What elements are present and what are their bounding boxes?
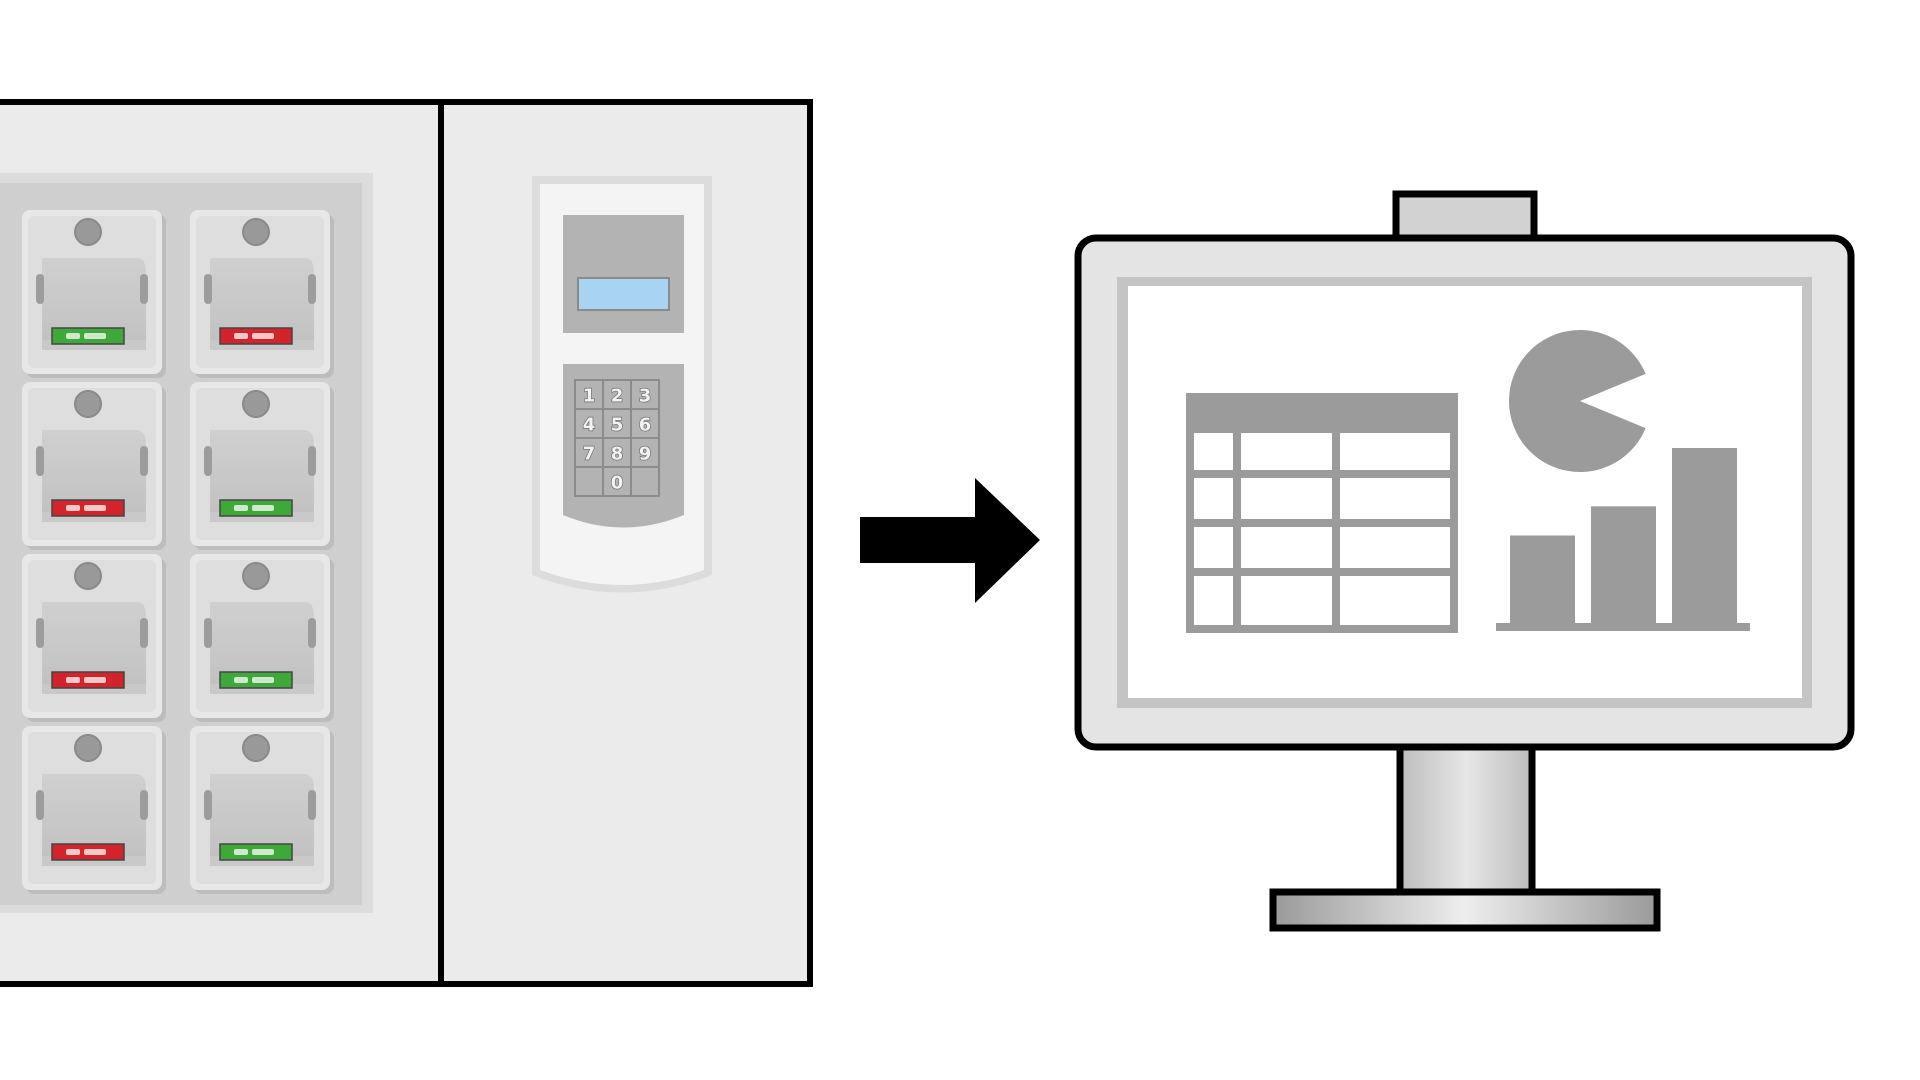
keypad-digit: 6 bbox=[639, 415, 652, 436]
key-hook-icon bbox=[75, 219, 101, 245]
key-hook-icon bbox=[75, 735, 101, 761]
key-slot bbox=[22, 554, 166, 722]
keypad-digit: 4 bbox=[583, 415, 596, 436]
keypad-digit: 9 bbox=[639, 444, 652, 465]
key-hook-icon bbox=[243, 219, 269, 245]
key-slot bbox=[22, 210, 166, 378]
bar bbox=[1510, 536, 1575, 624]
key-slot bbox=[190, 382, 334, 550]
bar bbox=[1591, 506, 1656, 623]
monitor-base bbox=[1273, 892, 1657, 928]
keypad-digit: 3 bbox=[639, 386, 652, 407]
keypad-key bbox=[575, 467, 603, 496]
arrow-right-icon bbox=[860, 478, 1040, 603]
key-hook-icon bbox=[243, 735, 269, 761]
keypad-digit: 0 bbox=[611, 473, 624, 494]
key-hook-icon bbox=[75, 563, 101, 589]
monitor bbox=[1078, 194, 1851, 928]
key-hook-icon bbox=[75, 391, 101, 417]
keypad-digit: 8 bbox=[611, 444, 624, 465]
key-slot bbox=[190, 210, 334, 378]
key-slot bbox=[22, 726, 166, 894]
keypad-digit: 5 bbox=[611, 415, 624, 436]
bar bbox=[1672, 448, 1737, 623]
key-slot bbox=[190, 554, 334, 722]
key-hook-icon bbox=[243, 391, 269, 417]
monitor-stand bbox=[1400, 740, 1532, 892]
keypad-digit: 7 bbox=[583, 444, 596, 465]
key-slot bbox=[22, 382, 166, 550]
keypad-digit: 2 bbox=[611, 386, 624, 407]
keypad-digit: 1 bbox=[583, 386, 596, 407]
terminal-display-panel bbox=[563, 215, 684, 333]
key-slot bbox=[190, 726, 334, 894]
key-hook-icon bbox=[243, 563, 269, 589]
lcd-screen bbox=[578, 278, 669, 310]
keypad-key bbox=[631, 467, 659, 496]
